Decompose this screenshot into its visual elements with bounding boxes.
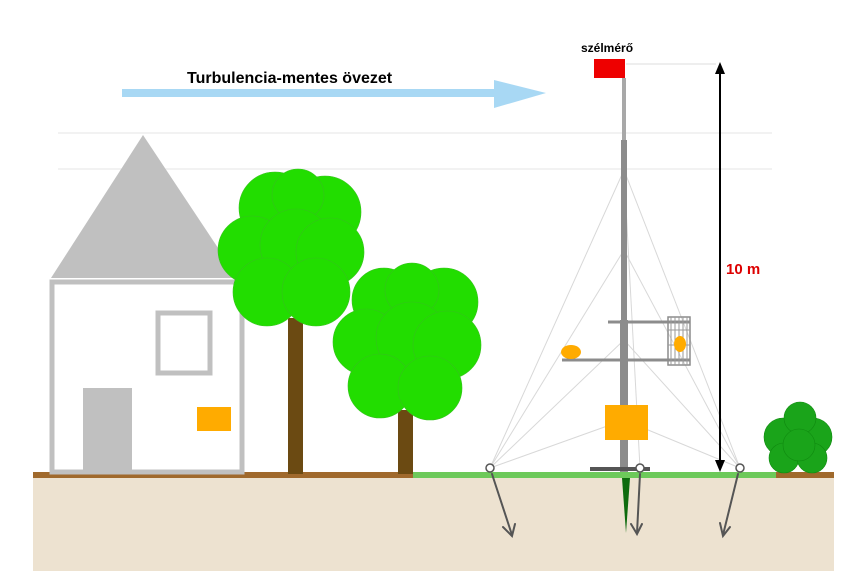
- anemometer: [594, 59, 625, 78]
- anchor-rods: [491, 473, 739, 539]
- height-dimension: [715, 62, 725, 472]
- logger-box: [605, 405, 648, 440]
- house-roof: [51, 135, 238, 278]
- mast-base: [590, 467, 650, 471]
- house-wall: [49, 279, 245, 475]
- ground-soil: [33, 477, 834, 571]
- sensor-right: [674, 336, 686, 352]
- tree-trunk: [398, 410, 413, 474]
- anchor-ring: [735, 463, 745, 473]
- height-label: 10 m: [726, 261, 760, 278]
- tree-trunk: [288, 318, 303, 474]
- mast-foundation-spike: [622, 478, 630, 533]
- anchors: [485, 463, 745, 539]
- house-window: [155, 310, 213, 376]
- zone-label: Turbulencia-mentes övezet: [187, 70, 393, 87]
- ground-line-brown-right: [776, 472, 834, 478]
- anchor-ring: [485, 463, 495, 473]
- ground-line-green: [413, 472, 776, 478]
- sensor-left: [561, 345, 581, 359]
- house-door: [83, 388, 132, 472]
- house: [49, 135, 245, 475]
- tree-crown: [332, 262, 482, 421]
- anemometer-label: szélmérő: [581, 41, 633, 55]
- tree-crown: [217, 168, 365, 327]
- anchor-ring: [635, 463, 645, 473]
- cross-arms: [561, 316, 691, 366]
- tree-small: [332, 262, 482, 474]
- tree-tall: [217, 168, 365, 474]
- house-orange-box: [197, 407, 231, 431]
- mast: [590, 78, 650, 472]
- ground-line-brown: [33, 472, 413, 478]
- wind-arrow: [122, 80, 546, 108]
- bush: [763, 401, 833, 474]
